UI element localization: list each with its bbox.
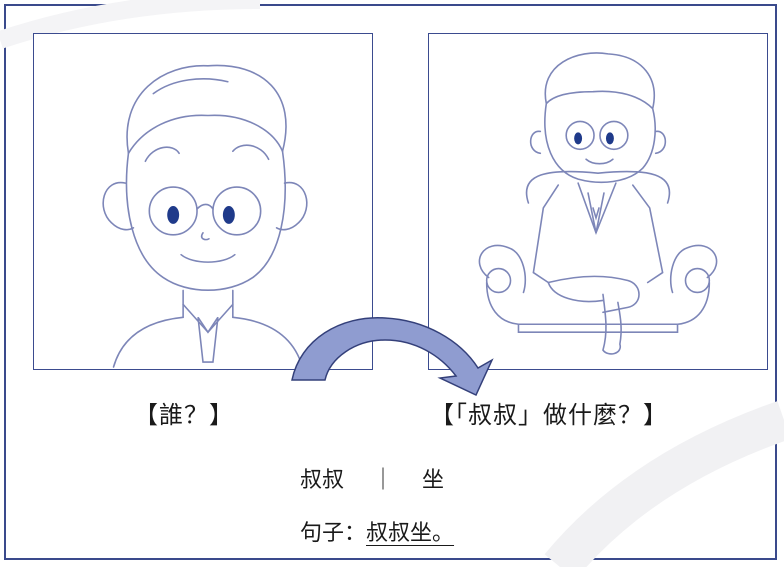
sentence-row: 句子：叔叔坐。 (300, 515, 474, 547)
uncle-portrait-illustration (102, 64, 308, 368)
question-what-doing: 【「叔叔」做什麼？】 (430, 401, 668, 429)
uncle-sitting-on-sofa-illustration (478, 52, 718, 355)
sentence-segment-row: 叔叔 ｜ 坐 (300, 462, 444, 494)
curved-arrow-icon (291, 317, 494, 397)
segment-subject: 叔叔 (300, 468, 345, 493)
sentence-label: 句子： (300, 521, 367, 546)
sentence-answer: 叔叔坐。 (366, 521, 455, 546)
question-who: 【誰？】 (134, 401, 234, 429)
segment-separator: ｜ (372, 468, 395, 493)
segment-verb: 坐 (422, 468, 445, 493)
uncle-portrait-panel (33, 33, 373, 370)
uncle-sitting-panel (428, 33, 768, 370)
